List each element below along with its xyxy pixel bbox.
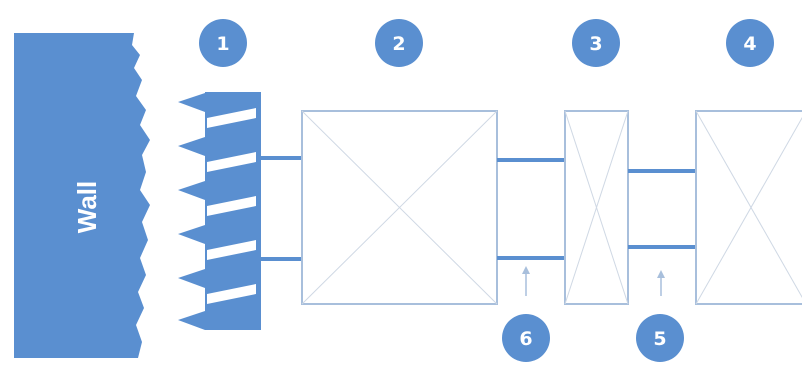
box-component-2 [302,111,497,304]
anchor-component [178,92,261,330]
wall-label: Wall [72,181,102,233]
box-component-3 [565,111,628,304]
connector-5 [628,171,696,247]
badge-6: 6 [502,314,550,362]
anchor-spike [178,269,205,288]
badge-4: 4 [726,19,774,67]
badge-6-label: 6 [519,328,532,350]
anchor-spike [178,93,205,112]
box-component-4 [696,111,802,304]
pointer-arrow-6 [522,266,530,296]
badge-2: 2 [375,19,423,67]
anchor-spike [178,311,205,330]
badge-5-label: 5 [653,328,666,350]
anchor-spike [178,137,205,156]
badge-1: 1 [199,19,247,67]
pointer-arrow-5 [657,270,665,296]
connector-6 [497,160,565,258]
anchor-spike [178,225,205,244]
badge-3: 3 [572,19,620,67]
badge-4-label: 4 [743,33,756,55]
badge-3-label: 3 [589,33,602,55]
badge-1-label: 1 [216,33,229,55]
anchor-spike [178,181,205,200]
badge-5: 5 [636,314,684,362]
wall: Wall [14,33,150,358]
badge-2-label: 2 [392,33,405,55]
connector-1-2 [261,158,302,259]
